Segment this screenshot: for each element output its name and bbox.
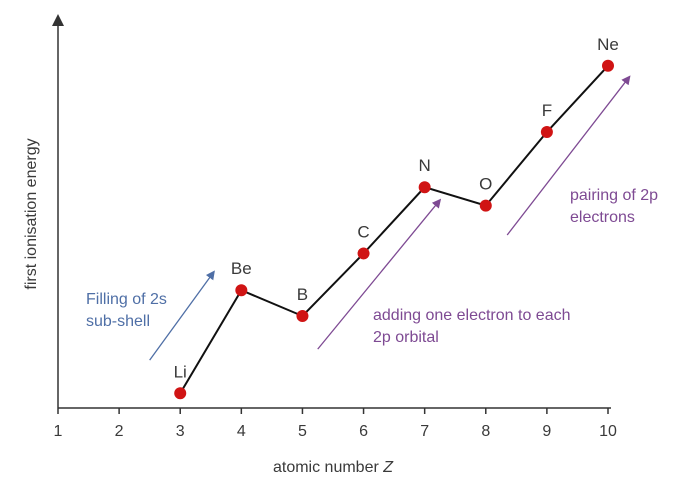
annotation-1-line-2: sub-shell	[86, 313, 150, 330]
x-axis-title: atomic number Z	[273, 459, 394, 476]
data-point-f	[540, 126, 553, 138]
x-axis-tick-labels: 1 2 3 4 5 6 7 8 9 10	[54, 423, 617, 440]
series-line	[179, 65, 609, 394]
data-label-b: B	[297, 285, 308, 304]
data-point-labels: Li BeB C N O F Ne	[174, 35, 619, 382]
data-label-ne: Ne	[597, 35, 619, 54]
x-axis-ticks	[57, 408, 609, 414]
data-point-b	[296, 310, 309, 322]
x-tick-label-7: 7	[420, 423, 429, 440]
x-tick-label-6: 6	[359, 423, 368, 440]
annotation-text-2: adding one electron to each 2p orbital	[373, 307, 570, 346]
data-point-ne	[602, 59, 614, 72]
annotation-3-line-2: electrons	[570, 209, 635, 226]
x-tick-label-4: 4	[237, 423, 246, 440]
data-point-li	[174, 387, 187, 400]
annotations: Filling of 2s sub-shell adding one electro…	[86, 75, 658, 361]
y-axis-title: first ionisation energy	[23, 138, 40, 289]
x-tick-label-9: 9	[542, 423, 551, 440]
data-label-f: F	[542, 101, 552, 120]
data-point-c	[357, 247, 370, 260]
x-tick-label-2: 2	[115, 423, 124, 440]
data-label-n: N	[419, 156, 431, 175]
data-label-c: C	[357, 222, 369, 241]
x-tick-label-1: 1	[54, 423, 63, 440]
annotation-arrow-3	[506, 75, 631, 236]
data-point-be	[235, 284, 248, 297]
x-tick-label-8: 8	[481, 423, 490, 440]
data-markers	[174, 59, 614, 400]
annotation-2-line-1: adding one electron to each	[373, 307, 570, 324]
x-tick-label-5: 5	[298, 423, 307, 440]
data-label-be: Be	[231, 259, 252, 278]
annotation-2-line-2: 2p orbital	[373, 329, 439, 346]
annotation-arrow-2	[317, 198, 442, 350]
data-label-li: Li	[174, 362, 187, 381]
annotation-arrow-1	[149, 270, 215, 361]
data-label-o: O	[479, 175, 492, 194]
annotation-3-line-1: pairing of 2p	[570, 187, 658, 204]
data-point-n	[418, 181, 431, 194]
annotation-1-line-1: Filling of 2s	[86, 291, 167, 308]
annotation-text-3: pairing of 2p electrons	[570, 187, 658, 226]
x-tick-label-3: 3	[176, 423, 185, 440]
x-tick-label-10: 10	[599, 423, 617, 440]
annotation-text-1: Filling of 2s sub-shell	[86, 291, 167, 330]
data-point-o	[479, 199, 492, 212]
